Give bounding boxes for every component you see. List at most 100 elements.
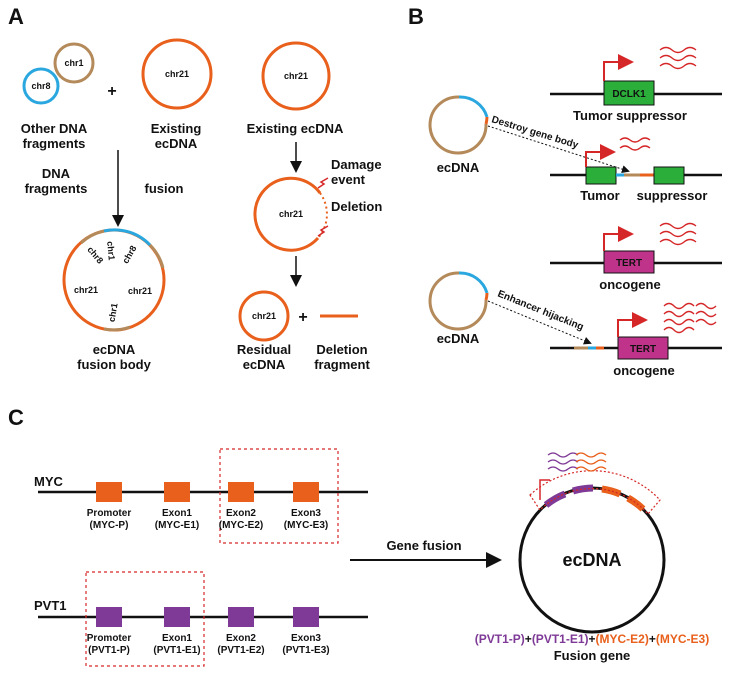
residual-ecdna-circle (238, 290, 290, 342)
pvt1-exon-box (164, 607, 190, 627)
pvt1-exon-code: (PVT1-E3) (282, 645, 329, 656)
pvt1-exon-box (96, 607, 122, 627)
transcript-wave-icon-3 (659, 222, 697, 246)
promoter-arrow-icon-2 (585, 144, 616, 167)
myc-exon-code: (MYC-E1) (155, 520, 199, 531)
myc-exons (96, 482, 319, 502)
fusion-chr8-left: chr8 (85, 245, 105, 266)
formula-plus: + (525, 632, 532, 646)
damaged-ecdna-circle (253, 176, 328, 252)
myc-label: MYC (34, 474, 64, 489)
dna-fragments-label-1: DNA (42, 166, 71, 181)
other-dna-label-1: Other DNA (21, 121, 88, 136)
damage-label-1: Damage (331, 157, 382, 172)
oncogene-label-2: oncogene (613, 363, 674, 378)
pvt1-selection-box (85, 571, 205, 667)
pvt1-exon-code: (PVT1-E1) (153, 645, 200, 656)
gene-fusion-label: Gene fusion (386, 538, 461, 553)
transcript-wave-icon-2 (619, 137, 651, 151)
chr21-label-2: chr21 (284, 71, 308, 81)
fusion-formula: (PVT1-P)+(PVT1-E1)+(MYC-E2)+(MYC-E3) (475, 632, 709, 646)
ecdna-circle-b1 (428, 95, 489, 155)
pvt1-exon-name: Exon3 (291, 633, 321, 644)
enhancer-hijacking-label: Enhancer hijacking (496, 289, 585, 334)
deletion-fragment-label-1: Deletion (316, 342, 367, 357)
dna-fragments-label-2: fragments (25, 181, 88, 196)
existing-ecdna-circle (141, 38, 213, 110)
ecdna-label-b1: ecDNA (437, 160, 480, 175)
deletion-label: Deletion (331, 199, 382, 214)
panel-a: A chr1 chr8 + chr21 Other DNA fragments … (8, 4, 382, 372)
fusion-promoter-arrow-icon (539, 479, 550, 500)
myc-exon-box (228, 482, 254, 502)
oncogene-label-1: oncogene (599, 277, 660, 292)
panel-b-letter: B (408, 4, 424, 29)
plus-sign-1: + (107, 83, 116, 100)
chr8-label: chr8 (31, 81, 50, 91)
myc-exon-name: Exon3 (291, 508, 321, 519)
chr21-label-1: chr21 (165, 69, 189, 79)
myc-selection-box (219, 448, 339, 544)
pvt1-label: PVT1 (34, 598, 67, 613)
tert-label-1: TERT (616, 258, 642, 269)
destroy-dashed-arrow (487, 125, 630, 173)
existing-label-1: Existing (151, 121, 202, 136)
formula-myc-e3: (MYC-E3) (656, 632, 709, 646)
fusion-highlight-band (529, 469, 661, 515)
existing-ecdna-label: Existing ecDNA (247, 121, 344, 136)
myc-exon-name: Exon1 (162, 508, 192, 519)
fusion-chr21-right: chr21 (128, 286, 152, 296)
pvt1-exon-code: (PVT1-E2) (217, 645, 264, 656)
pvt1-exon-name: Exon2 (226, 633, 256, 644)
chr1-circle (53, 42, 95, 84)
promoter-arrow-icon-4 (617, 312, 648, 337)
ecdna-circle-b2 (428, 271, 489, 331)
other-dna-label-2: fragments (23, 136, 86, 151)
plus-sign-2: + (298, 309, 307, 326)
destroy-gene-label: Destroy gene body (490, 114, 580, 151)
fusion-ecdna-label: ecDNA (562, 550, 621, 570)
transcript-wave-icon-1 (659, 46, 697, 70)
pvt1-exon-code: (PVT1-P) (88, 645, 130, 656)
fusion-gene-label: Fusion gene (554, 648, 631, 663)
pvt1-exons (96, 607, 319, 627)
panel-b: B DCLK1 Tumor suppressor ecDNA Destroy g… (408, 4, 722, 378)
fusion-chr1-bottom: chr1 (106, 302, 119, 322)
promoter-arrow-icon-3 (603, 226, 634, 251)
promoter-arrow-icon-1 (603, 54, 634, 81)
tumor-label: Tumor (580, 188, 619, 203)
suppressor-label: suppressor (637, 188, 708, 203)
myc-exon-code: (MYC-E2) (219, 520, 263, 531)
transcript-wave-icon-4 (663, 302, 717, 334)
formula-plus: + (589, 632, 596, 646)
dclk1-label: DCLK1 (612, 89, 646, 100)
myc-exon-box (164, 482, 190, 502)
residual-label-2: ecDNA (243, 357, 286, 372)
fusion-body-label-1: ecDNA (93, 342, 136, 357)
gene-fragment-left (585, 166, 617, 185)
tert-label-2: TERT (630, 344, 656, 355)
fusion-transcript-wave-icon (547, 452, 607, 472)
myc-exon-box (96, 482, 122, 502)
panel-c: C MYC Promoter (MYC-P) Exon1 (MYC-E1) Ex… (8, 405, 709, 667)
myc-exon-code: (MYC-E3) (284, 520, 328, 531)
chr8-circle (22, 67, 60, 105)
fusion-label: fusion (145, 181, 184, 196)
formula-myc-e2: (MYC-E2) (596, 632, 649, 646)
pvt1-exon-box (293, 607, 319, 627)
residual-label-1: Residual (237, 342, 291, 357)
chr21-label-3: chr21 (279, 209, 303, 219)
tert-gene-box-1 (603, 250, 655, 274)
fusion-body-label-2: fusion body (77, 357, 151, 372)
damage-label-2: event (331, 172, 366, 187)
tert-gene-box-2 (617, 336, 669, 360)
ecdna-label-b2: ecDNA (437, 331, 480, 346)
dclk1-gene-box (603, 80, 655, 106)
myc-exon-name: Promoter (87, 508, 132, 519)
ecdna-exon-pvt1-p (543, 490, 567, 508)
chr1-label: chr1 (64, 58, 83, 68)
damage-bolt-icon-1 (317, 177, 329, 189)
formula-pvt1-p: (PVT1-P) (475, 632, 525, 646)
formula-pvt1-e1: (PVT1-E1) (532, 632, 589, 646)
